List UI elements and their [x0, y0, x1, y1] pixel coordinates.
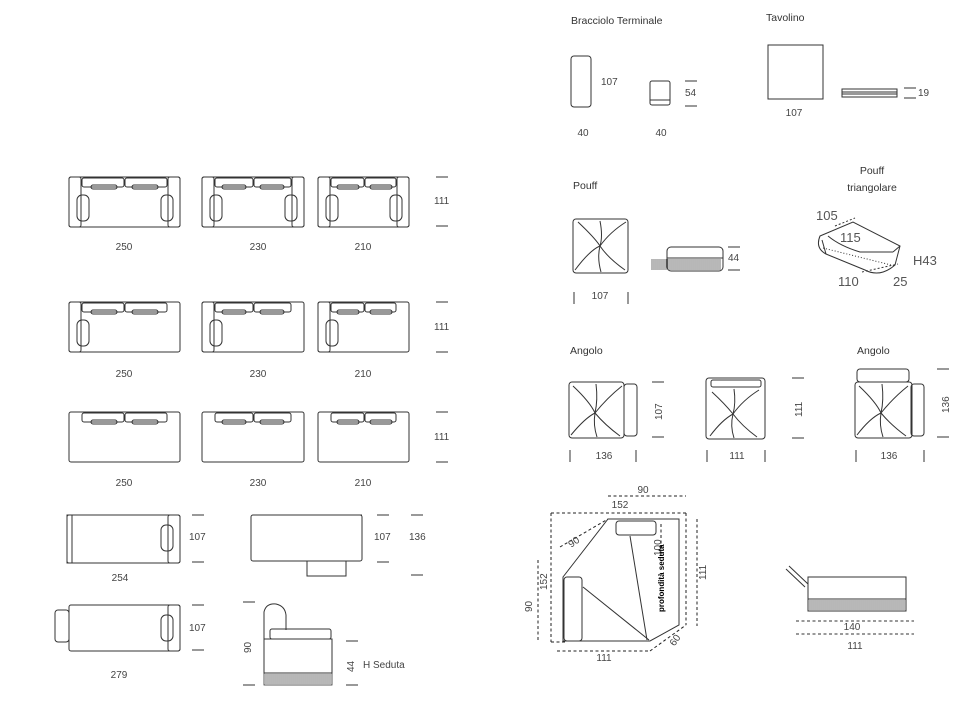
dim-115-pouff-tri: 115	[840, 230, 861, 245]
dim-107-bracciolo: 107	[601, 77, 618, 88]
dim-152-corner-top: 152	[611, 500, 629, 511]
sofa-230-one-arm	[201, 301, 305, 353]
dim-107-chaise-a: 107	[189, 532, 206, 543]
dim-136-angolo3-d: 136	[941, 396, 952, 413]
title-tavolino: Tavolino	[766, 12, 805, 24]
chaise-279	[54, 604, 204, 652]
pouff-triangolare-drawing	[818, 217, 901, 274]
corner-plan	[562, 518, 680, 642]
dim-279: 279	[110, 670, 128, 681]
dim-19-tavolino: 19	[918, 88, 930, 99]
dim-107-chaise-b: 107	[189, 623, 206, 634]
dim-40-bracciolo-a: 40	[577, 128, 589, 139]
angolo-136x107	[568, 381, 664, 462]
tavolino-drawing	[767, 44, 916, 100]
bracciolo-terminale-drawing	[570, 55, 697, 108]
dim-111-angolo2-d: 111	[794, 401, 805, 417]
dim-152-corner-left: 152	[539, 573, 550, 590]
dim-107-bench: 107	[374, 532, 391, 543]
dim-40-bracciolo-b: 40	[655, 128, 667, 139]
side-view-fringe	[263, 672, 333, 686]
sofa-210-no-arms	[317, 411, 410, 463]
corner-plan-dimensions	[537, 495, 698, 652]
row1-depth-ticks	[436, 176, 448, 227]
dim-136-angolo1: 136	[595, 451, 613, 462]
dim-107-tavolino: 107	[785, 108, 803, 119]
sofa-230-two-arms	[201, 176, 305, 228]
dim-107-angolo1: 107	[654, 403, 665, 420]
dim-111-corner-side: 111	[847, 641, 863, 652]
dim-110-pouff-tri: 110	[838, 274, 859, 289]
corner-side-view	[785, 565, 914, 635]
dim-111-row1: 111	[434, 196, 450, 207]
dim-90-corner-top: 90	[637, 485, 649, 496]
row3-depth-ticks	[436, 411, 448, 463]
dim-44-seat: 44	[346, 660, 357, 672]
dim-230-row2: 230	[249, 369, 267, 380]
angolo-111x111	[705, 377, 804, 462]
dim-250-row3: 250	[115, 478, 133, 489]
title-angolo-left: Angolo	[570, 345, 603, 357]
dim-254: 254	[111, 573, 129, 584]
dim-140-corner-side: 140	[843, 622, 861, 633]
sofa-210-one-arm	[317, 301, 410, 353]
sofa-250-two-arms	[68, 176, 181, 228]
label-h-seduta: H Seduta	[363, 660, 405, 671]
dim-111-angolo2-w: 111	[729, 451, 745, 462]
dim-90-height: 90	[243, 641, 254, 653]
dim-210-row1: 210	[354, 242, 372, 253]
corner-side-fringe-lines	[809, 600, 905, 610]
side-view-fringe-lines	[265, 674, 331, 684]
title-pouff: Pouff	[573, 180, 598, 192]
title-bracciolo-terminale: Bracciolo Terminale	[571, 15, 663, 27]
sofa-250-no-arms	[68, 411, 181, 463]
dim-25-pouff-tri: 25	[893, 274, 908, 289]
dim-230-row1: 230	[249, 242, 267, 253]
dim-107-pouff: 107	[591, 291, 609, 302]
dim-136-angolo3-w: 136	[880, 451, 898, 462]
pouff-drawing	[572, 218, 740, 304]
pouff-fringe-lines	[651, 259, 721, 270]
dim-210-row3: 210	[354, 478, 372, 489]
dim-54-bracciolo: 54	[685, 88, 697, 99]
label-profondita-seduta: profondità seduta	[657, 544, 666, 612]
dim-111-corner-bottom: 111	[596, 653, 612, 664]
dim-136-bench: 136	[409, 532, 426, 543]
sofa-250-one-arm	[68, 301, 181, 353]
row2-depth-ticks	[436, 301, 448, 353]
dim-230-row3: 230	[249, 478, 267, 489]
title-pouff-triangolare: Pouff triangolare	[847, 165, 897, 194]
title-angolo-right: Angolo	[857, 345, 890, 357]
dim-111-corner-right: 111	[698, 564, 709, 580]
side-view	[243, 601, 358, 686]
dim-111-row3: 111	[434, 432, 450, 443]
chaise-254	[66, 514, 204, 564]
dim-250-row2: 250	[115, 369, 133, 380]
sofa-210-two-arms	[317, 176, 410, 228]
dim-90-corner-left: 90	[524, 600, 535, 612]
dim-105-pouff-tri: 105	[816, 208, 838, 223]
dim-44-pouff: 44	[728, 253, 740, 264]
dim-h43-pouff-tri: H43	[913, 253, 937, 268]
dim-111-row2: 111	[434, 322, 450, 333]
dim-250-row1: 250	[115, 242, 133, 253]
dim-210-row2: 210	[354, 369, 372, 380]
angolo-136x136	[854, 368, 949, 462]
sofa-230-no-arms	[201, 411, 305, 463]
bench-module	[250, 514, 423, 577]
